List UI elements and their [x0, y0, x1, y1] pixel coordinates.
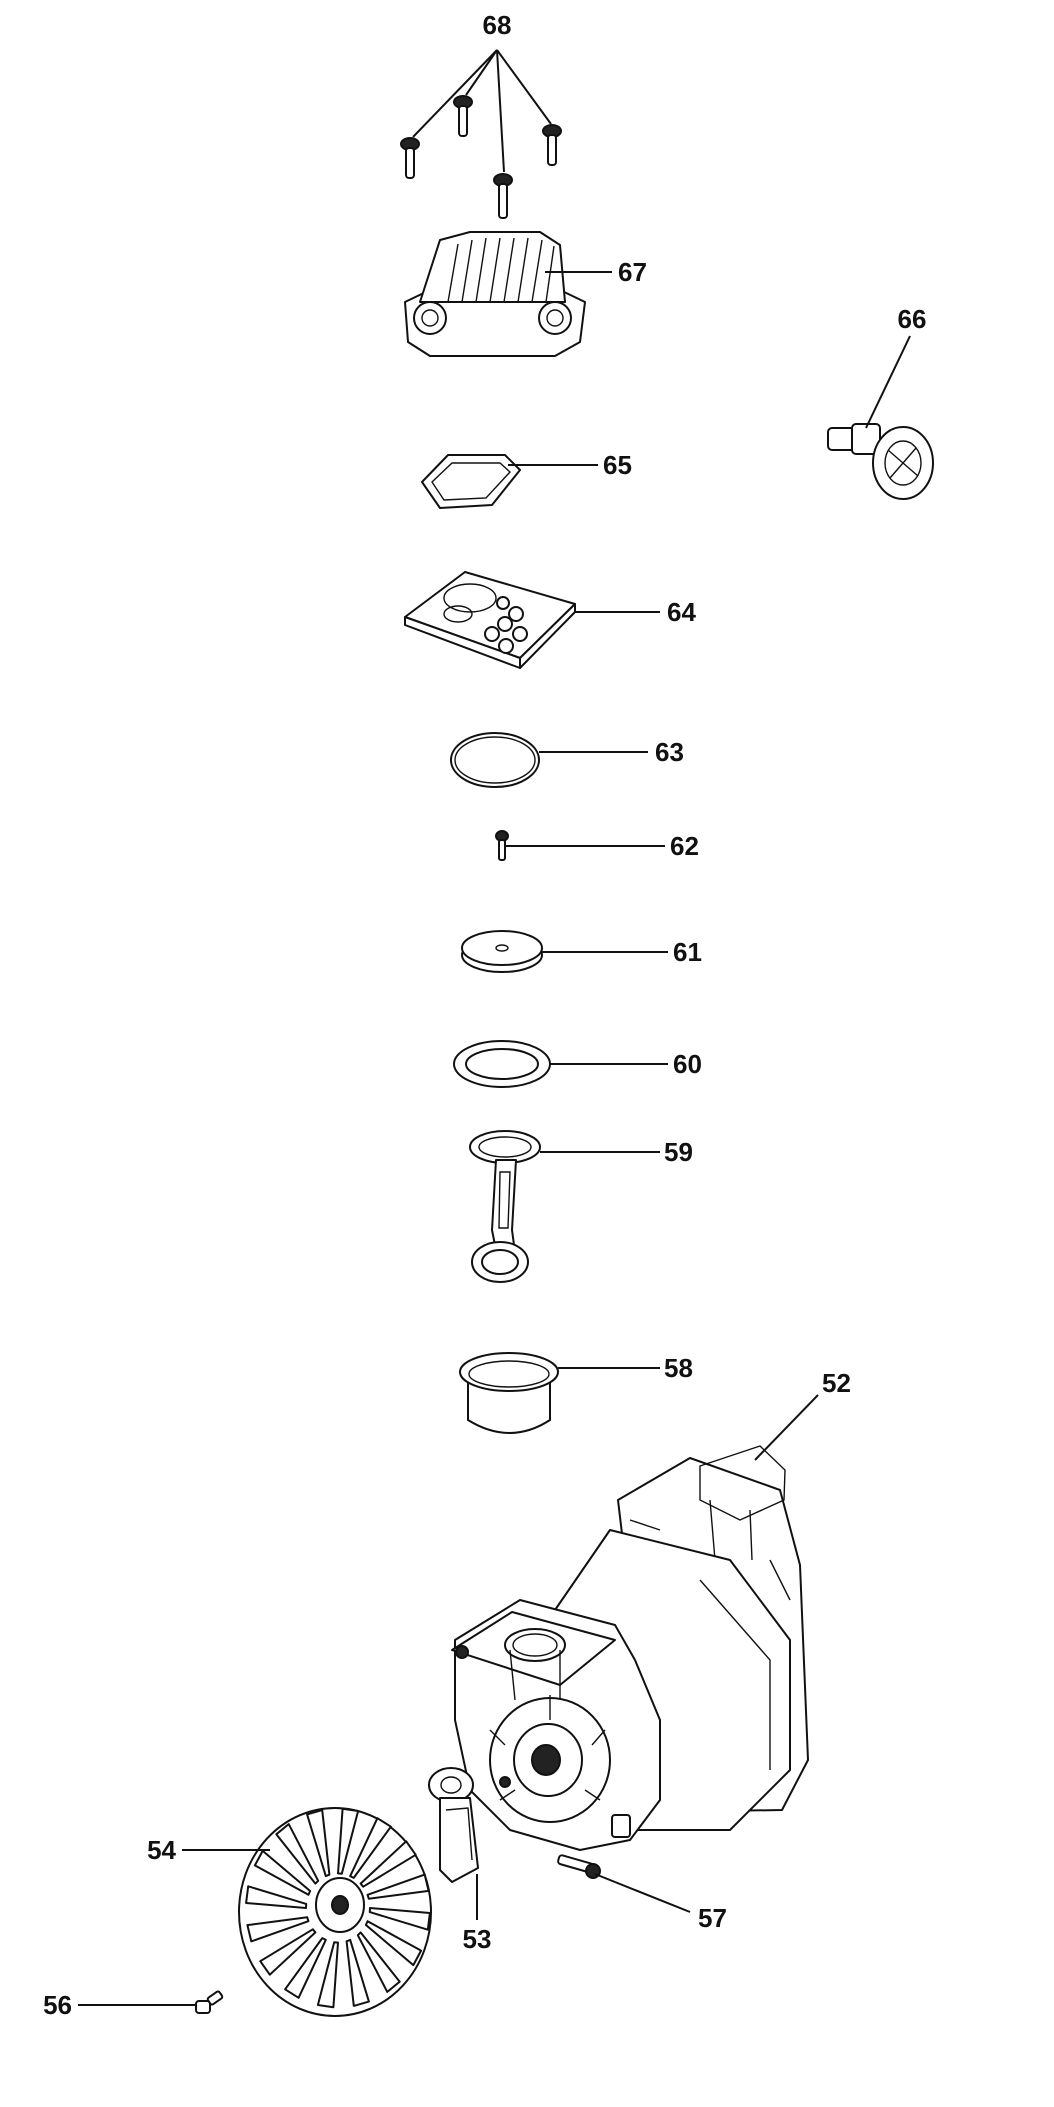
fan-blade: [337, 1807, 360, 1875]
label-62: 62: [670, 831, 699, 861]
label-53: 53: [463, 1924, 492, 1954]
part-54-fan: 54: [147, 1807, 432, 2017]
label-60: 60: [673, 1049, 702, 1079]
part-57-bolt: 57: [557, 1854, 727, 1933]
label-57: 57: [698, 1903, 727, 1933]
fan-blade: [345, 1938, 370, 2007]
part-63-o-ring: 63: [450, 732, 684, 788]
fan-blade: [349, 1817, 392, 1879]
label-56: 56: [43, 1990, 72, 2020]
fan-blade: [246, 1916, 310, 1943]
label-65: 65: [603, 450, 632, 480]
part-61-disc: 61: [461, 930, 702, 973]
label-61: 61: [673, 937, 702, 967]
part-66-valve: 66: [827, 304, 934, 500]
label-67: 67: [618, 257, 647, 287]
part-56-screw: 56: [43, 1990, 224, 2020]
fan-blade: [284, 1937, 327, 1999]
label-59: 59: [664, 1137, 693, 1167]
part-62-screw: 62: [495, 830, 699, 861]
screw-3: [542, 124, 562, 166]
label-54: 54: [147, 1835, 176, 1865]
part-65-gasket: 65: [421, 450, 632, 509]
fan-blade: [306, 1809, 331, 1878]
fan-blade: [275, 1823, 320, 1885]
fan-blade: [316, 1941, 339, 2009]
label-64: 64: [667, 597, 696, 627]
screw-1: [400, 137, 420, 179]
label-68: 68: [483, 10, 512, 40]
part-58-sleeve: 58: [459, 1352, 693, 1434]
label-58: 58: [664, 1353, 693, 1383]
screw-4: [493, 173, 513, 219]
label-66: 66: [898, 304, 927, 334]
fan-blade: [259, 1928, 317, 1976]
fan-blade: [359, 1840, 417, 1888]
label-63: 63: [655, 737, 684, 767]
part-68-screws: 68: [400, 10, 562, 219]
part-60-seal-ring: 60: [453, 1040, 702, 1088]
part-67-cylinder-head: 67: [404, 231, 647, 357]
label-52: 52: [822, 1368, 851, 1398]
screw-2: [453, 95, 473, 137]
fan-blade: [356, 1931, 401, 1993]
part-59-connecting-rod: 59: [469, 1130, 693, 1283]
part-52-crankcase-motor: 52: [451, 1368, 851, 1851]
part-53-crank: 53: [428, 1767, 492, 1954]
fan-blade: [366, 1873, 430, 1900]
fan-blades: [245, 1807, 431, 2009]
fan-blade: [368, 1907, 431, 1931]
fan-blade: [245, 1885, 308, 1909]
fan-blade: [364, 1920, 423, 1967]
part-64-valve-plate: 64: [404, 571, 696, 669]
